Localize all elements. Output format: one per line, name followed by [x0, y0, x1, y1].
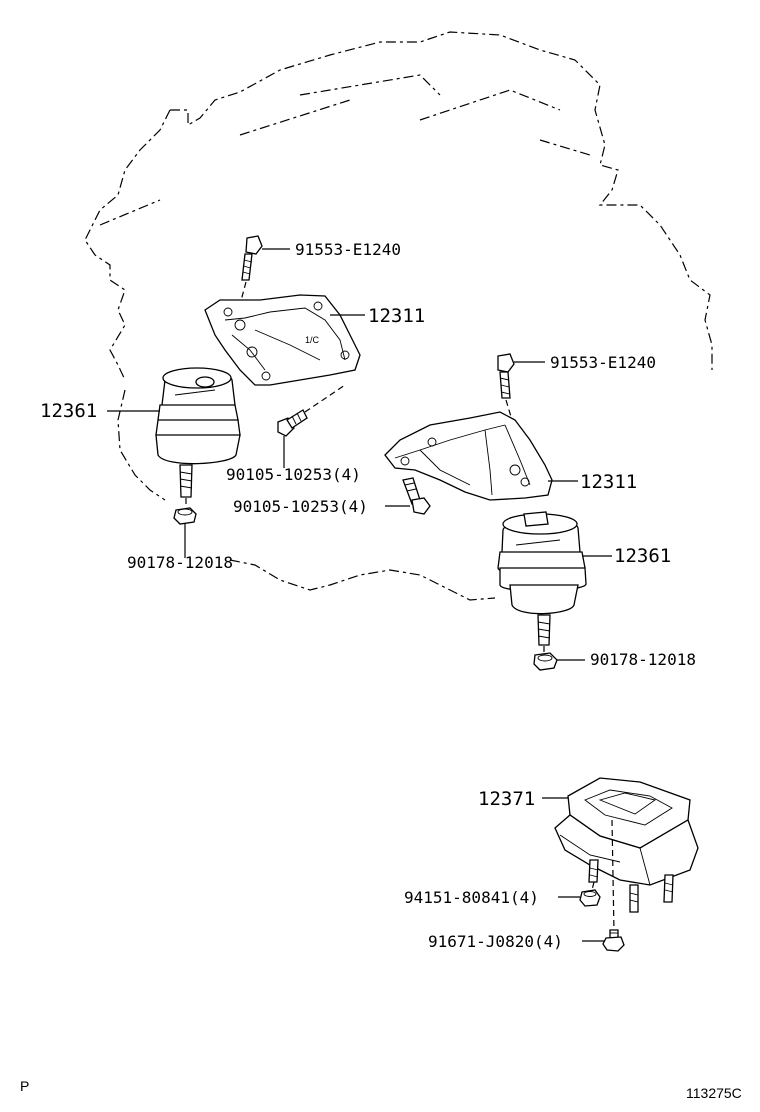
rear-mount — [554, 777, 699, 913]
label-nut-left: 90178-12018 — [127, 553, 233, 572]
nut-right — [533, 652, 558, 671]
figure-number: 113275C — [686, 1085, 742, 1101]
label-bracket-left: 12311 — [368, 305, 425, 327]
engine-outline — [84, 31, 713, 601]
nut-left — [173, 507, 197, 525]
bolt-left-lower — [277, 409, 308, 437]
label-bolt-left-4: 90105-10253(4) — [226, 465, 361, 484]
insulator-right — [497, 511, 587, 646]
nut-rear — [579, 889, 601, 907]
label-bolt-top-left: 91553-E1240 — [295, 240, 401, 259]
bolt-top-right — [497, 353, 515, 399]
corner-left-mark: P — [20, 1078, 29, 1094]
label-bolt-top-right: 91553-E1240 — [550, 353, 656, 372]
label-rear-mount: 12371 — [478, 788, 535, 810]
label-bolt-right-4: 90105-10253(4) — [233, 497, 368, 516]
bracket-left: 1/C — [204, 294, 361, 386]
label-bracket-right: 12311 — [580, 471, 637, 493]
bolt-rear — [602, 929, 625, 952]
label-nut-rear-4: 94151-80841(4) — [404, 888, 539, 907]
label-insulator-right: 12361 — [614, 545, 671, 567]
insulator-left — [155, 367, 241, 498]
bracket-right — [384, 411, 553, 501]
bolt-top-left — [241, 235, 263, 281]
bolt-right-lower — [402, 477, 431, 515]
label-bolt-rear-4: 91671-J0820(4) — [428, 932, 563, 951]
svg-text:1/C: 1/C — [305, 335, 320, 345]
label-nut-right: 90178-12018 — [590, 650, 696, 669]
label-insulator-left: 12361 — [40, 400, 97, 422]
